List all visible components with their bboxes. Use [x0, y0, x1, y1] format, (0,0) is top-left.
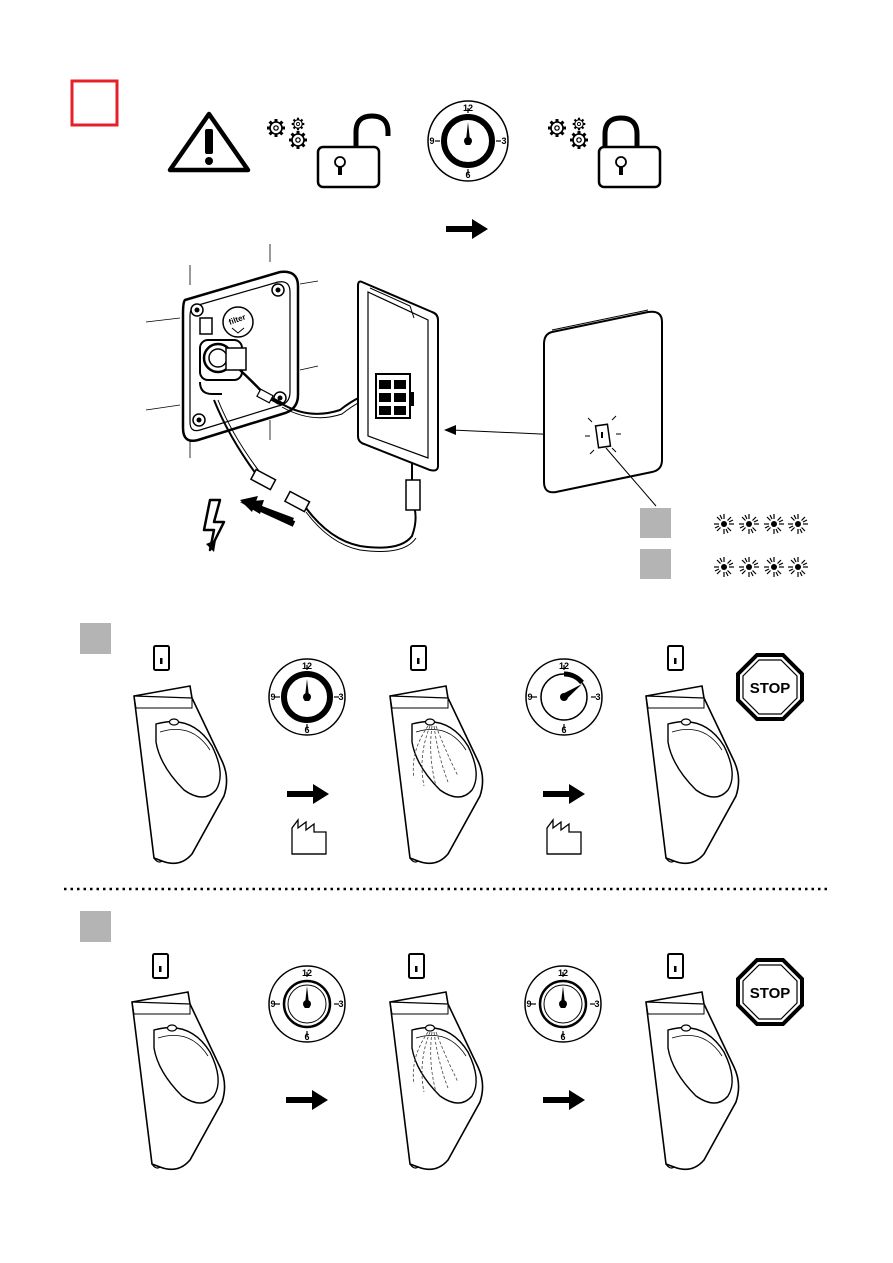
timer-dial-row2-a: 12 6 9 3	[268, 965, 346, 1043]
dial-label-9: 9	[527, 692, 532, 702]
dial-label-9: 9	[270, 999, 275, 1009]
urinal-1	[133, 645, 228, 865]
timer-dial-row1-b: 12 6 9 3	[525, 658, 603, 736]
dial-label-3: 3	[338, 999, 343, 1009]
stop-sign-icon: STOP	[736, 653, 804, 721]
urinal-4	[131, 953, 226, 1171]
step-marker-a	[640, 508, 671, 538]
dial-label-12: 12	[463, 103, 473, 113]
urinal-5-flushing	[389, 953, 484, 1171]
arrow-right-icon	[446, 219, 488, 239]
stop-sign-icon: STOP	[736, 958, 804, 1026]
dial-label-6: 6	[304, 725, 309, 735]
gears-icon-2	[546, 116, 590, 151]
step-marker-b	[640, 549, 671, 579]
stop-label: STOP	[750, 985, 791, 1002]
dial-label-3: 3	[595, 692, 600, 702]
urinal-6	[645, 953, 740, 1171]
timer-dial-row2-b: 12 6 9 3	[524, 965, 602, 1043]
led-blink-pattern-a	[713, 513, 809, 535]
arrow-right-icon	[286, 1090, 328, 1110]
installation-diagram: filter	[145, 244, 663, 552]
stop-label: STOP	[750, 680, 791, 697]
unlock-icon	[316, 113, 391, 189]
arrow-right-icon	[287, 784, 329, 804]
led-blink-pattern-b	[713, 556, 809, 578]
dial-label-9: 9	[429, 136, 434, 146]
lightning-icon	[202, 498, 226, 552]
step-marker-row2	[80, 911, 111, 942]
lock-icon	[597, 115, 662, 189]
factory-icon	[291, 819, 327, 855]
dial-label-3: 3	[338, 692, 343, 702]
dial-label-9: 9	[270, 692, 275, 702]
urinal-2-flushing	[389, 645, 484, 865]
insert-arrow-icon	[240, 496, 296, 527]
timer-dial-row1-a: 12 6 9 3	[268, 658, 346, 736]
dial-label-6: 6	[465, 170, 470, 180]
dial-label-12: 12	[559, 661, 569, 671]
dial-label-3: 3	[594, 999, 599, 1009]
warning-icon	[167, 111, 251, 173]
dial-label-6: 6	[304, 1032, 309, 1042]
arrow-right-icon	[543, 784, 585, 804]
dial-label-12: 12	[558, 968, 568, 978]
dial-label-3: 3	[501, 136, 506, 146]
step-marker-row1	[80, 623, 111, 654]
urinal-3	[645, 645, 740, 865]
dial-label-6: 6	[561, 725, 566, 735]
timer-dial-icon: 12 6 9 3	[427, 100, 509, 182]
dial-label-6: 6	[560, 1032, 565, 1042]
dial-label-12: 12	[302, 661, 312, 671]
factory-icon	[546, 819, 582, 855]
dial-label-12: 12	[302, 968, 312, 978]
red-square-marker	[70, 79, 119, 127]
gears-icon	[265, 116, 309, 151]
dial-label-9: 9	[526, 999, 531, 1009]
arrow-right-icon	[543, 1090, 585, 1110]
